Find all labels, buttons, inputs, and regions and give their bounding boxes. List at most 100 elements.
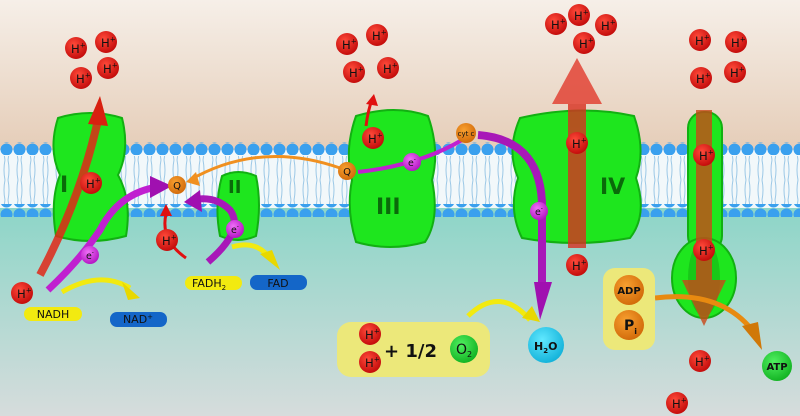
proton-h-plus: H+ — [566, 132, 588, 154]
svg-text:H+: H+ — [730, 64, 745, 80]
proton-h-plus: H+ — [545, 13, 567, 35]
electron-path-fadh2 — [191, 195, 238, 265]
svg-text:H+: H+ — [572, 257, 587, 273]
svg-text:H+: H+ — [383, 60, 398, 76]
svg-text:H+: H+ — [368, 130, 383, 146]
fadh2-pill: FADH2 — [185, 276, 242, 292]
proton-h-plus: H+ — [359, 351, 381, 373]
svg-text:H+: H+ — [349, 64, 364, 80]
proton-h-plus: H+ — [595, 14, 617, 36]
svg-text:Q: Q — [343, 167, 351, 178]
arrowhead — [742, 322, 762, 350]
svg-text:H+: H+ — [699, 147, 714, 163]
proton-h-plus: H+ — [568, 4, 590, 26]
svg-text:H+: H+ — [76, 70, 91, 86]
oxygen-to-water-arrow — [466, 299, 532, 322]
svg-text:H+: H+ — [695, 32, 710, 48]
q-shuttle-arrow — [189, 155, 341, 182]
arrowhead — [186, 172, 200, 186]
proton-h-plus: H+ — [689, 29, 711, 51]
svg-text:NAD+: NAD+ — [123, 313, 153, 326]
svg-text:+ 1/2: + 1/2 — [384, 341, 437, 362]
ubiquinone-q: Q — [338, 162, 356, 180]
arrowhead — [522, 306, 540, 322]
electron-path-nadh — [45, 182, 166, 293]
electron: e- — [81, 246, 99, 264]
svg-text:H+: H+ — [695, 353, 710, 369]
adp-pi-box: ADP Pi — [603, 268, 655, 350]
proton-path-complex-i — [36, 119, 102, 277]
svg-text:H2O: H2O — [534, 340, 557, 355]
adp-to-atp-arrow — [654, 294, 754, 332]
svg-text:H+: H+ — [103, 60, 118, 76]
svg-text:e-: e- — [408, 158, 416, 170]
svg-text:Q: Q — [173, 181, 181, 192]
svg-text:H+: H+ — [601, 17, 616, 33]
svg-text:cyt c: cyt c — [458, 130, 475, 138]
complex-iii-label: III — [376, 195, 401, 220]
proton-h-plus: H+ — [70, 67, 92, 89]
arrowhead — [534, 282, 552, 320]
proton-h-plus: H+ — [693, 239, 715, 261]
electron: e- — [226, 220, 244, 238]
arrowhead — [366, 94, 378, 106]
electron: e- — [530, 202, 548, 220]
proton-h-plus: H+ — [343, 61, 365, 83]
svg-text:H+: H+ — [86, 175, 101, 191]
svg-text:e-: e- — [231, 225, 239, 237]
svg-text:H+: H+ — [699, 242, 714, 258]
arrowhead — [88, 96, 108, 126]
arrowhead — [160, 204, 172, 216]
complex-iii[interactable]: III — [347, 109, 437, 248]
complex-i-label: I — [60, 173, 68, 198]
proton-h-plus: H+ — [366, 24, 388, 46]
complex-ii-label: II — [228, 177, 241, 198]
water-molecule: H2O — [528, 327, 564, 363]
proton-h-plus: H+ — [80, 172, 102, 194]
svg-text:H+: H+ — [365, 326, 380, 342]
svg-text:H+: H+ — [574, 7, 589, 23]
proton-h-plus: H+ — [156, 229, 178, 251]
svg-text:H+: H+ — [672, 395, 687, 411]
proton-h-plus: H+ — [377, 57, 399, 79]
proton-h-plus: H+ — [693, 144, 715, 166]
ubiquinone-q: Q — [168, 176, 186, 194]
proton-h-plus: H+ — [336, 33, 358, 55]
proton-h-plus: H+ — [666, 392, 688, 414]
svg-text:e-: e- — [86, 251, 94, 263]
cytochrome-c: cyt c — [456, 123, 476, 143]
proton-h-plus: H+ — [724, 61, 746, 83]
svg-text:H+: H+ — [101, 34, 116, 50]
proton-h-plus: H+ — [690, 67, 712, 89]
atp-molecule: ATP — [762, 351, 792, 381]
proton-h-plus: H+ — [689, 350, 711, 372]
svg-text:NADH: NADH — [37, 308, 70, 321]
complex-ii[interactable]: II — [216, 171, 260, 241]
proton-h-plus: H+ — [573, 32, 595, 54]
svg-text:H+: H+ — [731, 34, 746, 50]
proton-h-plus: H+ — [566, 254, 588, 276]
electron: e- — [403, 153, 421, 171]
arrowhead — [260, 250, 280, 270]
arrowhead — [184, 190, 202, 212]
svg-text:ATP: ATP — [766, 362, 787, 373]
proton-h-plus: H+ — [362, 127, 384, 149]
svg-text:e-: e- — [535, 207, 543, 219]
fad-pill: FAD — [250, 275, 307, 290]
svg-text:H+: H+ — [696, 70, 711, 86]
nadh-pill: NADH — [24, 307, 82, 321]
proton-h-plus: H+ — [97, 57, 119, 79]
arrowhead — [150, 176, 172, 198]
svg-text:H+: H+ — [17, 285, 32, 301]
svg-text:FADH2: FADH2 — [192, 277, 226, 292]
proton-h-plus: H+ — [65, 37, 87, 59]
proton-h-plus: H+ — [359, 323, 381, 345]
svg-text:H+: H+ — [162, 232, 177, 248]
proton-h-plus: H+ — [95, 31, 117, 53]
svg-text:H+: H+ — [579, 35, 594, 51]
svg-text:H+: H+ — [71, 40, 86, 56]
svg-text:FAD: FAD — [267, 277, 288, 290]
proton-h-plus: H+ — [725, 31, 747, 53]
svg-text:O2: O2 — [456, 342, 472, 359]
